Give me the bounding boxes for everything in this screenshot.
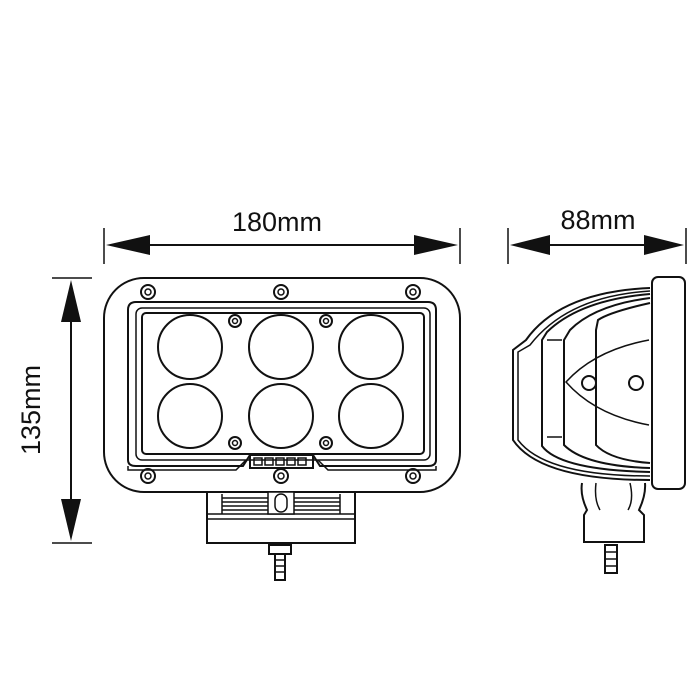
- front-view: [103, 277, 461, 581]
- arrow-left-icon: [510, 235, 550, 255]
- depth-dimension: 88mm: [507, 205, 687, 264]
- arrow-right-icon: [414, 235, 458, 255]
- arrow-right-icon: [644, 235, 684, 255]
- bezel-screws: [140, 284, 421, 484]
- width-dimension: 180mm: [103, 207, 461, 264]
- height-label: 135mm: [16, 365, 46, 455]
- arrow-up-icon: [61, 280, 81, 322]
- arrow-down-icon: [61, 499, 81, 541]
- mounting-bracket: [206, 491, 356, 581]
- arrow-left-icon: [106, 235, 150, 255]
- depth-label: 88mm: [560, 205, 635, 235]
- led-lenses: [157, 314, 404, 449]
- width-label: 180mm: [232, 207, 322, 237]
- height-dimension: 135mm: [16, 277, 92, 544]
- side-view: [512, 276, 686, 574]
